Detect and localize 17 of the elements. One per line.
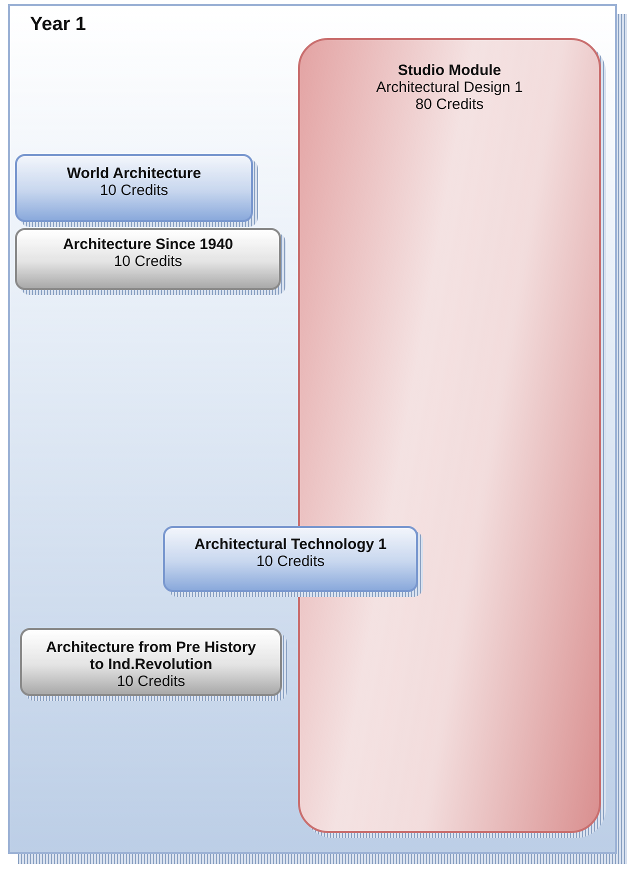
year-heading: Year 1	[30, 14, 86, 36]
module-title: Architecture from Pre History to Ind.Revolution	[44, 639, 258, 673]
module-title: Architectural Technology 1	[193, 536, 388, 553]
module-detail: 10 Credits	[98, 182, 170, 199]
module-detail: 10 Credits	[255, 553, 326, 570]
module-detail: Architectural Design 1	[375, 79, 524, 96]
year-panel	[8, 4, 617, 854]
module-title: Studio Module	[396, 62, 502, 79]
module-title: World Architecture	[66, 165, 202, 182]
module-box	[20, 628, 282, 696]
module-box	[163, 526, 418, 592]
module-detail: 10 Credits	[116, 673, 186, 690]
module-box	[15, 154, 253, 222]
module-title: Architecture Since 1940	[62, 236, 234, 253]
module-detail: 10 Credits	[112, 253, 184, 270]
module-detail: 80 Credits	[414, 96, 485, 113]
module-box	[15, 228, 281, 290]
